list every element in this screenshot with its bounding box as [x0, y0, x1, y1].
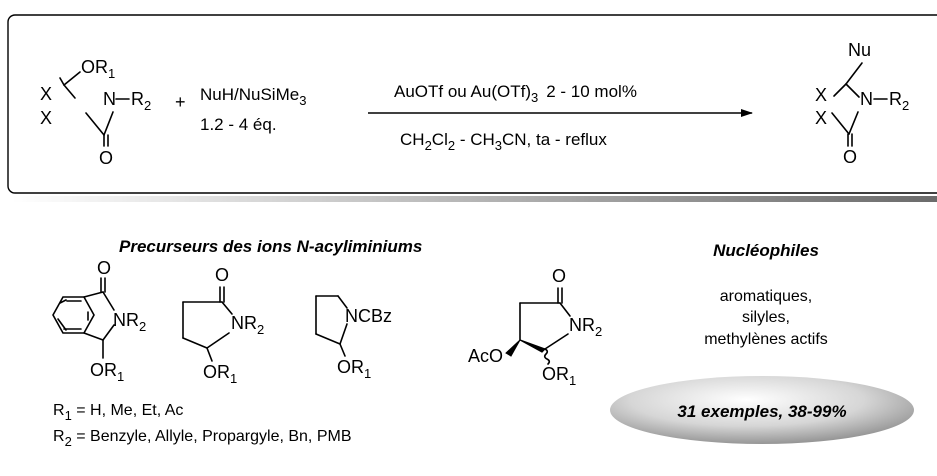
nucleophile-aromatic: aromatiques,	[720, 288, 813, 305]
badge-text: 31 exemples, 38-99%	[677, 402, 846, 421]
product-nitrogen: N	[860, 89, 873, 109]
s3-or1: OR1	[337, 357, 371, 381]
r2-definition: R2 = Benzyle, Allyle, Propargyle, Bn, PM…	[53, 428, 351, 449]
solvent-conditions: CH2Cl2 - CH3CN, ta - reflux	[400, 130, 607, 153]
precursor-pyrrolidinone: O NR2 OR1	[182, 265, 264, 386]
s4-acetoxy: AcO	[468, 346, 503, 366]
precursor-acetoxy-pyrrolidinone: O NR2 OR1 AcO	[468, 266, 602, 388]
product-r2-group: R2	[889, 89, 909, 113]
nucleophiles-heading: Nucléophiles	[713, 241, 819, 260]
precursors-heading: Precurseurs des ions N-acyliminiums	[119, 237, 422, 256]
s2-or1: OR1	[203, 362, 237, 386]
s4-nr2: NR2	[569, 315, 602, 339]
reagent-nucleophile: NuH/NuSiMe3	[200, 85, 306, 108]
s1-nr2: NR2	[113, 310, 146, 334]
precursor-ncbz-pyrrolidine: NCBz OR1	[315, 295, 392, 381]
badge-ellipse	[610, 376, 914, 444]
s2-carbonyl-o: O	[215, 265, 229, 285]
plus-sign: +	[175, 92, 186, 112]
reactant-structure: OR1 X X N R2 O	[40, 57, 151, 168]
r1-definition: R1 = H, Me, Et, Ac	[53, 402, 183, 423]
box-shadow	[12, 196, 937, 202]
s1-carbonyl-o: O	[97, 258, 111, 278]
reactant-carbonyl-o: O	[99, 148, 113, 168]
reactant-x-bottom: X	[40, 108, 52, 128]
reagent-equivalents: 1.2 - 4 éq.	[200, 115, 277, 134]
reactant-x-top: X	[40, 84, 52, 104]
precursor-isoindolinone: O NR2 OR1	[52, 258, 146, 384]
s2-nr2: NR2	[231, 313, 264, 337]
reactant-nitrogen: N	[103, 89, 116, 109]
product-structure: Nu X X N R2 O	[815, 40, 909, 167]
product-x-bottom: X	[815, 108, 827, 128]
nucleophile-silyl: silyles,	[742, 309, 790, 326]
product-nu-group: Nu	[848, 40, 871, 60]
s1-or1: OR1	[90, 360, 124, 384]
product-carbonyl-o: O	[843, 147, 857, 167]
nucleophile-active-methylene: methylènes actifs	[704, 331, 828, 348]
s4-or1: OR1	[542, 364, 576, 388]
reaction-box	[7, 14, 937, 202]
reactant-r2-group: R2	[131, 89, 151, 113]
examples-badge: 31 exemples, 38-99%	[610, 376, 914, 444]
product-x-top: X	[815, 85, 827, 105]
s4-carbonyl-o: O	[552, 266, 566, 286]
s3-ncbz: NCBz	[345, 306, 392, 326]
reactant-or-group: OR1	[81, 57, 115, 81]
box-border	[7, 14, 937, 194]
